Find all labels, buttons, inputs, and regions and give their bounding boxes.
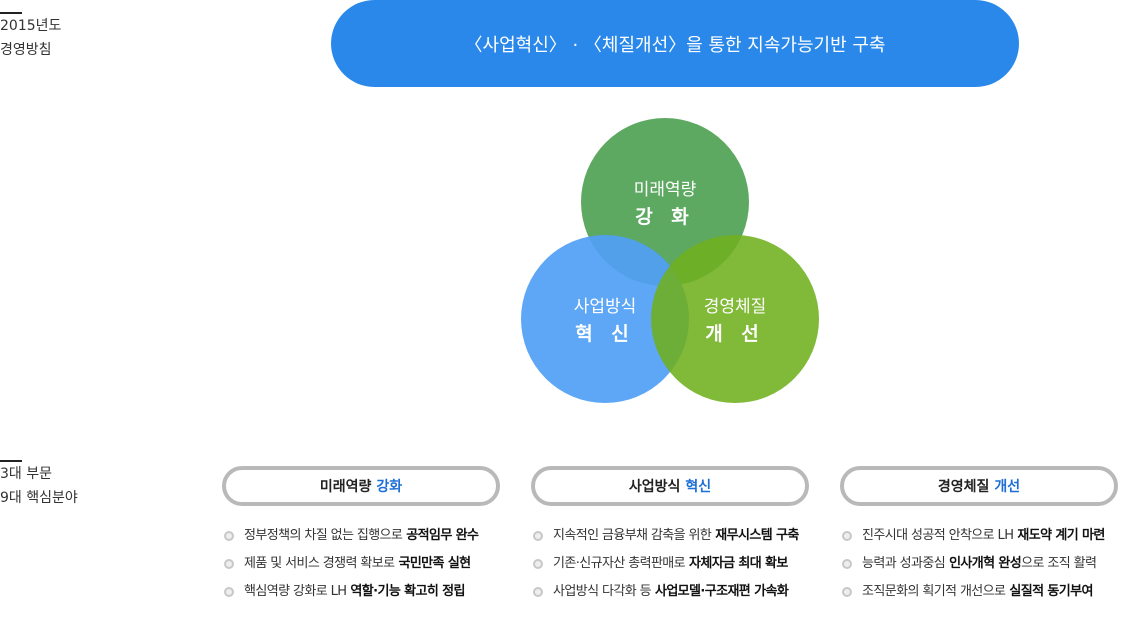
item-text: 핵심역량 강화로 LH <box>244 584 347 599</box>
bullet-icon <box>224 559 234 569</box>
item-text: 조직문화의 획기적 개선으로 <box>862 584 1006 599</box>
areas-label: 3대 부문 9대 핵심분야 <box>0 460 78 510</box>
bullet-icon <box>224 587 234 597</box>
item-text: 진주시대 성공적 안착으로 LH <box>862 528 1014 543</box>
item-text: 지속적인 금융부채 감축을 위한 <box>553 528 712 543</box>
item-text: 제품 및 서비스 경쟁력 확보로 <box>244 556 395 571</box>
item-bold: 자체자금 최대 확보 <box>689 556 788 571</box>
bullet-icon <box>842 559 852 569</box>
item-bold: 역할·기능 확고히 정립 <box>350 584 465 599</box>
item-text: 능력과 성과중심 <box>862 556 946 571</box>
policy-banner: 〈사업혁신〉 · 〈체질개선〉을 통한 지속가능기반 구축 <box>331 0 1019 87</box>
label-line: 9대 핵심분야 <box>0 490 78 506</box>
bullet-icon <box>533 559 543 569</box>
item-text: 기존·신규자산 총력판매로 <box>553 556 686 571</box>
label-line: 경영방침 <box>0 42 52 58</box>
item-bold: 인사개혁 완성 <box>949 556 1022 571</box>
item-text: 정부정책의 차질 없는 집행으로 <box>244 528 403 543</box>
section-title: 사업방식 <box>628 479 681 495</box>
item-bold: 실질적 동기부여 <box>1009 584 1093 599</box>
circle-subtitle: 강 화 <box>635 206 695 228</box>
section-highlight: 강화 <box>376 479 403 495</box>
item-tail: 으로 조직 활력 <box>1021 556 1097 571</box>
divider <box>0 460 22 462</box>
bullet-icon <box>842 587 852 597</box>
item-text: 사업방식 다각화 등 <box>553 584 652 599</box>
divider <box>0 12 22 14</box>
circle-subtitle: 혁 신 <box>575 323 635 345</box>
item-bold: 공적임무 완수 <box>406 528 479 543</box>
item-bold: 국민만족 실현 <box>398 556 471 571</box>
bullet-icon <box>224 531 234 541</box>
circle-title: 사업방식 <box>573 297 637 317</box>
circle-title: 경영체질 <box>703 297 767 317</box>
circle-title: 미래역량 <box>633 180 697 200</box>
label-line: 3대 부문 <box>0 466 52 482</box>
item-bold: 사업모델·구조재편 가속화 <box>654 584 789 599</box>
circle-subtitle: 개 선 <box>705 323 765 345</box>
label-line: 2015년도 <box>0 18 62 34</box>
bullet-icon <box>533 587 543 597</box>
section-title: 미래역량 <box>319 479 372 495</box>
bullet-icon <box>533 531 543 541</box>
item-bold: 재도약 계기 마련 <box>1017 528 1105 543</box>
item-bold: 재무시스템 구축 <box>715 528 799 543</box>
section-highlight: 혁신 <box>685 479 712 495</box>
section-highlight: 개선 <box>994 479 1021 495</box>
section-title: 경영체질 <box>937 479 990 495</box>
bullet-icon <box>842 531 852 541</box>
